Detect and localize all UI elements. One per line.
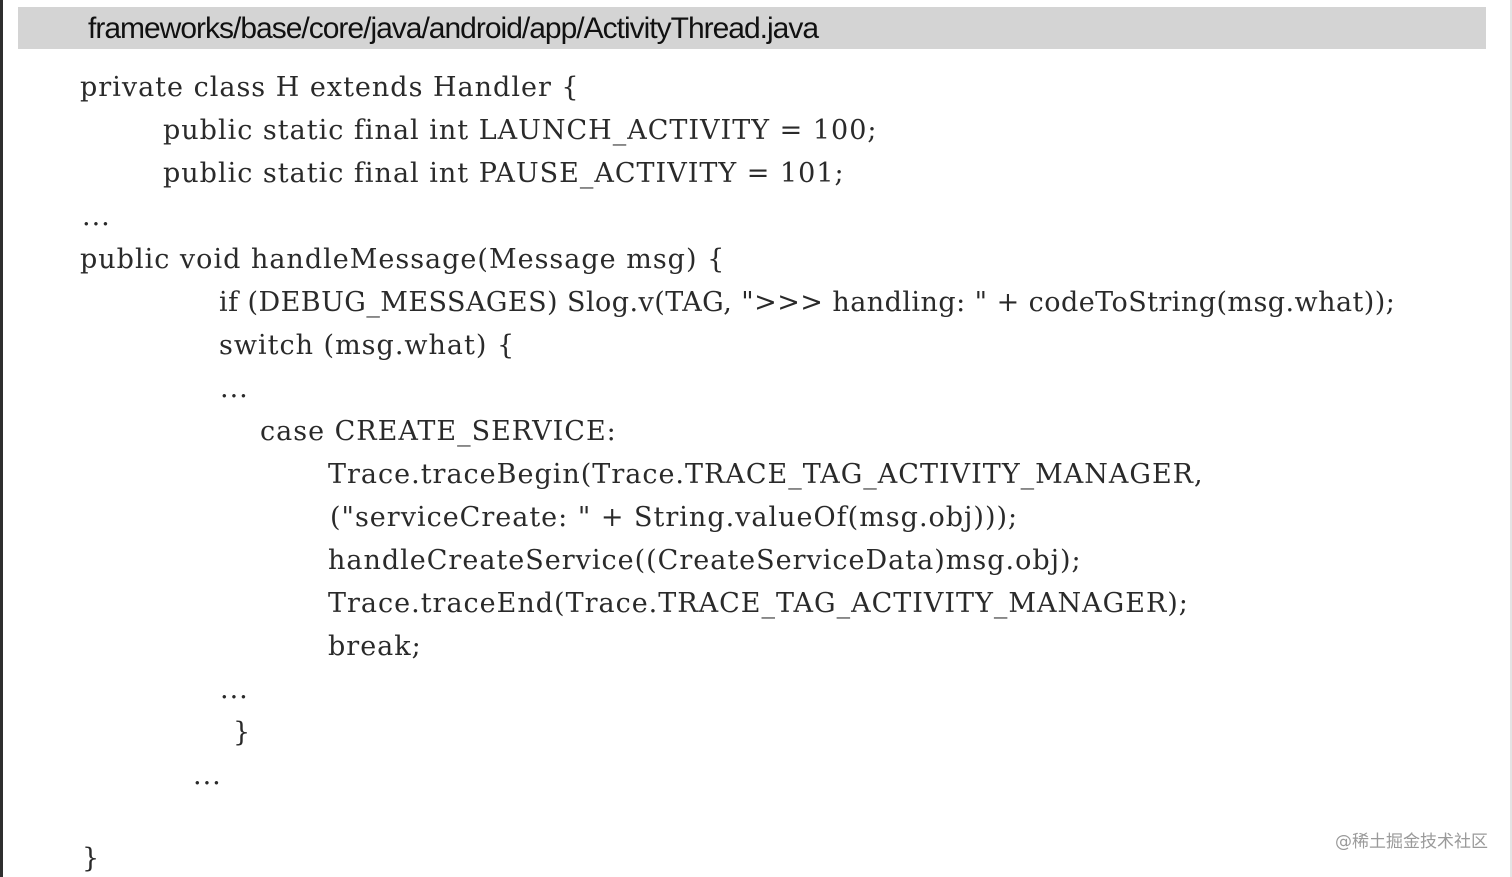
code-line-switch-close: }	[233, 717, 252, 748]
code-line-launch-activity: public static final int LAUNCH_ACTIVITY …	[163, 115, 878, 146]
code-line-ellipsis: ...	[220, 674, 249, 705]
file-path-header: frameworks/base/core/java/android/app/Ac…	[18, 7, 1486, 49]
watermark: @稀土掘金技术社区	[1335, 832, 1488, 852]
code-line-handle-create-service: handleCreateService((CreateServiceData)m…	[328, 545, 1082, 576]
page-right-edge	[1510, 0, 1512, 877]
code-line-trace-begin: Trace.traceBegin(Trace.TRACE_TAG_ACTIVIT…	[328, 459, 1204, 490]
code-line-ellipsis: ...	[220, 373, 249, 404]
code-line-debug-log: if (DEBUG_MESSAGES) Slog.v(TAG, ">>> han…	[219, 287, 1396, 318]
code-line-class-close: }	[82, 843, 101, 874]
code-line-trace-end: Trace.traceEnd(Trace.TRACE_TAG_ACTIVITY_…	[328, 588, 1189, 619]
code-line-class-declaration: private class H extends Handler {	[80, 72, 580, 103]
code-line-pause-activity: public static final int PAUSE_ACTIVITY =…	[163, 158, 845, 189]
code-line-switch: switch (msg.what) {	[219, 330, 516, 361]
code-line-break: break;	[328, 631, 422, 662]
code-line-ellipsis: ...	[82, 201, 111, 232]
code-line-ellipsis: ...	[193, 760, 222, 791]
page-left-edge	[0, 0, 3, 877]
code-line-handle-message: public void handleMessage(Message msg) {	[80, 244, 726, 275]
code-line-case-create-service: case CREATE_SERVICE:	[260, 416, 617, 447]
code-line-service-create: ("serviceCreate: " + String.valueOf(msg.…	[330, 502, 1019, 533]
file-path-title: frameworks/base/core/java/android/app/Ac…	[88, 12, 819, 45]
